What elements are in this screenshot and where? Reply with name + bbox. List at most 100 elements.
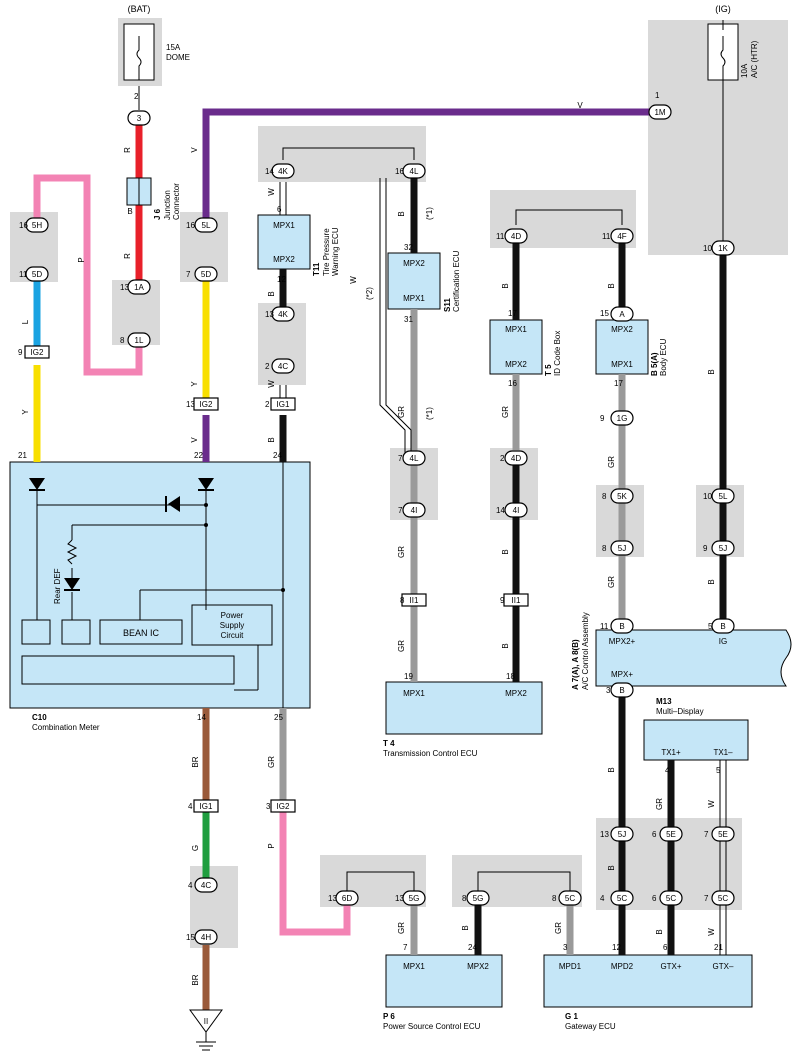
svg-text:5J: 5J [719, 544, 727, 553]
inline-connector-ii1: II1 [401, 593, 427, 607]
cert-name: Certification ECU [452, 250, 461, 312]
wire-color-gr: GR [607, 576, 616, 588]
connector-5c: 5C [610, 890, 634, 906]
connector-5g: 5G [402, 890, 426, 906]
connector-5h: 5H [25, 217, 49, 233]
pin-number: 22 [194, 451, 203, 460]
connector-3: 3 [127, 110, 151, 126]
svg-text:5C: 5C [617, 894, 627, 903]
wire-color-b: B [461, 925, 470, 930]
wire-color-b: B [707, 579, 716, 584]
connector-4f: 4F [610, 228, 634, 244]
wire-color-l: L [21, 319, 30, 324]
pin-number: 12 [277, 275, 286, 284]
pin-number: 7 [398, 506, 403, 515]
pin-number: 6 [652, 894, 657, 903]
svg-text:B: B [720, 622, 725, 631]
tpw-code: T11 [312, 262, 321, 276]
wire-color-gr: GR [397, 406, 406, 418]
wire-color-b: B [607, 283, 616, 288]
pin-number: 11 [600, 622, 609, 631]
tcm-pin-a: MPX1 [403, 689, 425, 698]
connector-4d: 4D [504, 228, 528, 244]
svg-text:4F: 4F [617, 232, 626, 241]
pin-number: 13 [265, 310, 274, 319]
connector-5j: 5J [610, 826, 634, 842]
pin-number: 1 [655, 91, 660, 100]
fuse-dome [118, 18, 162, 86]
wire-color-b: B [267, 291, 276, 296]
psu-label2: Supply [220, 621, 244, 630]
connector-5j: 5J [711, 540, 735, 556]
fuse-dome-name: DOME [166, 53, 190, 62]
connector-1l: 1L [127, 332, 151, 348]
wire-color-b: B [655, 929, 664, 934]
connector-4k: 4K [271, 306, 295, 322]
body-name: Body ECU [659, 338, 668, 376]
junction-name2: Connector [172, 183, 181, 220]
ac-pin-b: IG [719, 637, 727, 646]
wire-color-w: W [707, 928, 716, 936]
pin-number: 7 [398, 454, 403, 463]
wire-pink-loop [33, 174, 143, 376]
connector-1a: 1A [127, 279, 151, 295]
idbox-box [489, 319, 543, 375]
connector-1k: 1K [711, 240, 735, 256]
wire-color-g: G [191, 845, 200, 851]
connector-4l: 4L [402, 450, 426, 466]
pin-number: 13 [395, 894, 404, 903]
svg-text:5G: 5G [409, 894, 420, 903]
pin-number: 4 [665, 766, 670, 775]
fuse-ac-name: A/C (HTR) [750, 40, 759, 78]
connector-5l: 5L [194, 217, 218, 233]
tpw-ecu-box [257, 214, 311, 270]
psc-code: P 6 [383, 1012, 395, 1021]
pin-number: 5 [716, 766, 721, 775]
pin-number: 8 [400, 596, 405, 605]
psu-label3: Circuit [221, 631, 244, 640]
pin-number: 8 [602, 544, 607, 553]
svg-text:5C: 5C [666, 894, 676, 903]
display-code: M13 [656, 697, 672, 706]
wire-color-y: Y [190, 381, 199, 387]
bean-ic-label: BEAN IC [123, 628, 160, 638]
connector-4l: 4L [402, 163, 426, 179]
pin-number: 8 [462, 894, 467, 903]
pin-number: 15 [600, 309, 609, 318]
body-code: B 5(A) [650, 352, 659, 376]
connector-4c: 4C [194, 877, 218, 893]
svg-text:1L: 1L [135, 336, 144, 345]
connector-4h: 4H [194, 929, 218, 945]
gw-pin-4: GTX– [713, 962, 734, 971]
pin-number: 13 [186, 400, 195, 409]
note-star2: (*2) [365, 287, 374, 300]
cert-pin-b: MPX1 [403, 294, 425, 303]
fuse-dome-amp: 15A [166, 43, 181, 52]
svg-text:II1: II1 [410, 596, 419, 605]
pin-number: 4 [600, 894, 605, 903]
connector-4c: 4C [271, 358, 295, 374]
wire-color-b: B [607, 865, 616, 870]
connector-4d: 4D [504, 450, 528, 466]
wire-color-gr: GR [554, 922, 563, 934]
connector-5j: 5J [610, 540, 634, 556]
pin-number: 9 [500, 596, 505, 605]
wire-color-gr: GR [607, 456, 616, 468]
connector-5c: 5C [711, 890, 735, 906]
ac-assembly-box [595, 629, 792, 687]
body-ecu-box [595, 319, 649, 375]
connector-6d: 6D [335, 890, 359, 906]
pin-number: 31 [404, 315, 413, 324]
svg-text:IG1: IG1 [200, 802, 213, 811]
pin-number: 13 [120, 283, 129, 292]
rear-def-label: Rear DEF [53, 568, 62, 604]
psc-name: Power Source Control ECU [383, 1022, 481, 1031]
wire-color-w: W [267, 380, 276, 388]
wire-color-b: B [397, 211, 406, 216]
pin-number: 16 [508, 379, 517, 388]
wire-color-y: Y [21, 409, 30, 415]
connector-1m: 1M [648, 104, 672, 120]
psc-box [385, 954, 503, 1008]
wire-color-w: W [707, 800, 716, 808]
pin-number: 11 [496, 232, 505, 241]
